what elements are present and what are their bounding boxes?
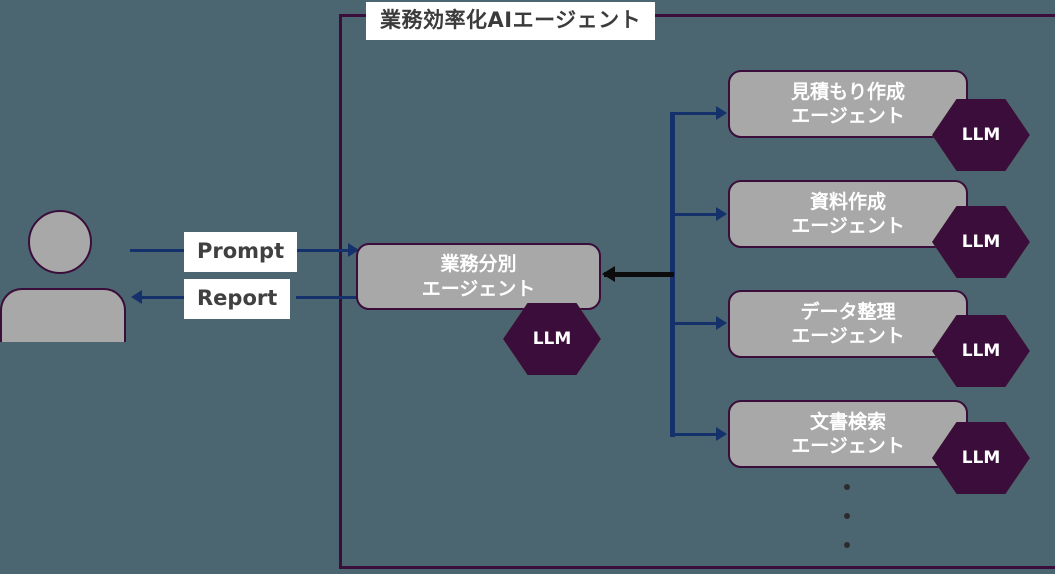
system-title: 業務効率化AIエージェント <box>366 2 656 40</box>
llm-badge-label: LLM <box>961 125 1001 145</box>
sub-agent-node-2[interactable]: 資料作成 エージェント <box>728 180 968 248</box>
orchestrator-agent-node[interactable]: 業務分別 エージェント <box>356 243 601 310</box>
ellipsis-dot-icon <box>844 513 850 519</box>
llm-badge-label: LLM <box>961 232 1001 252</box>
report-line-right <box>296 296 358 299</box>
report-arrowhead-icon <box>131 290 142 304</box>
sub-agent-node-3[interactable]: データ整理 エージェント <box>728 290 968 358</box>
llm-badge-label: LLM <box>532 329 572 349</box>
person-head-icon <box>28 210 92 274</box>
llm-badge-label: LLM <box>961 341 1001 361</box>
dispatch-branch-3 <box>670 322 718 325</box>
sub-agent-label-1: 見積もり作成 エージェント <box>790 80 905 127</box>
user-actor <box>0 210 126 342</box>
prompt-label: Prompt <box>184 232 298 272</box>
dispatch-branch-1 <box>670 112 718 115</box>
sub-agent-node-4[interactable]: 文書検索 エージェント <box>728 400 968 468</box>
ellipsis-dot-icon <box>844 542 850 548</box>
llm-badge-label: LLM <box>961 448 1001 468</box>
prompt-arrowhead-icon <box>348 243 359 257</box>
sub-agent-label-3: データ整理 エージェント <box>791 300 905 347</box>
dispatch-branch-2 <box>670 213 718 216</box>
orchestrator-agent-label: 業務分別 エージェント <box>421 253 536 300</box>
dispatch-arrowhead-2-icon <box>716 207 727 221</box>
dispatch-branch-4 <box>670 433 718 436</box>
more-agents-indicator <box>844 484 850 571</box>
person-body-icon <box>0 288 126 342</box>
sub-agent-label-4: 文書検索 エージェント <box>791 410 905 457</box>
sub-agent-node-1[interactable]: 見積もり作成 エージェント <box>728 70 968 138</box>
report-label: Report <box>184 279 291 319</box>
prompt-line-right <box>296 249 353 252</box>
return-line <box>604 272 674 277</box>
prompt-line-left <box>130 249 192 252</box>
return-arrowhead-icon <box>602 266 615 282</box>
dispatch-arrowhead-3-icon <box>716 316 727 330</box>
dispatch-arrowhead-4-icon <box>716 427 727 441</box>
report-line-left <box>141 296 192 299</box>
dispatch-arrowhead-1-icon <box>716 106 727 120</box>
system-boundary <box>339 14 1055 569</box>
ellipsis-dot-icon <box>844 484 850 490</box>
sub-agent-label-2: 資料作成 エージェント <box>791 190 905 237</box>
